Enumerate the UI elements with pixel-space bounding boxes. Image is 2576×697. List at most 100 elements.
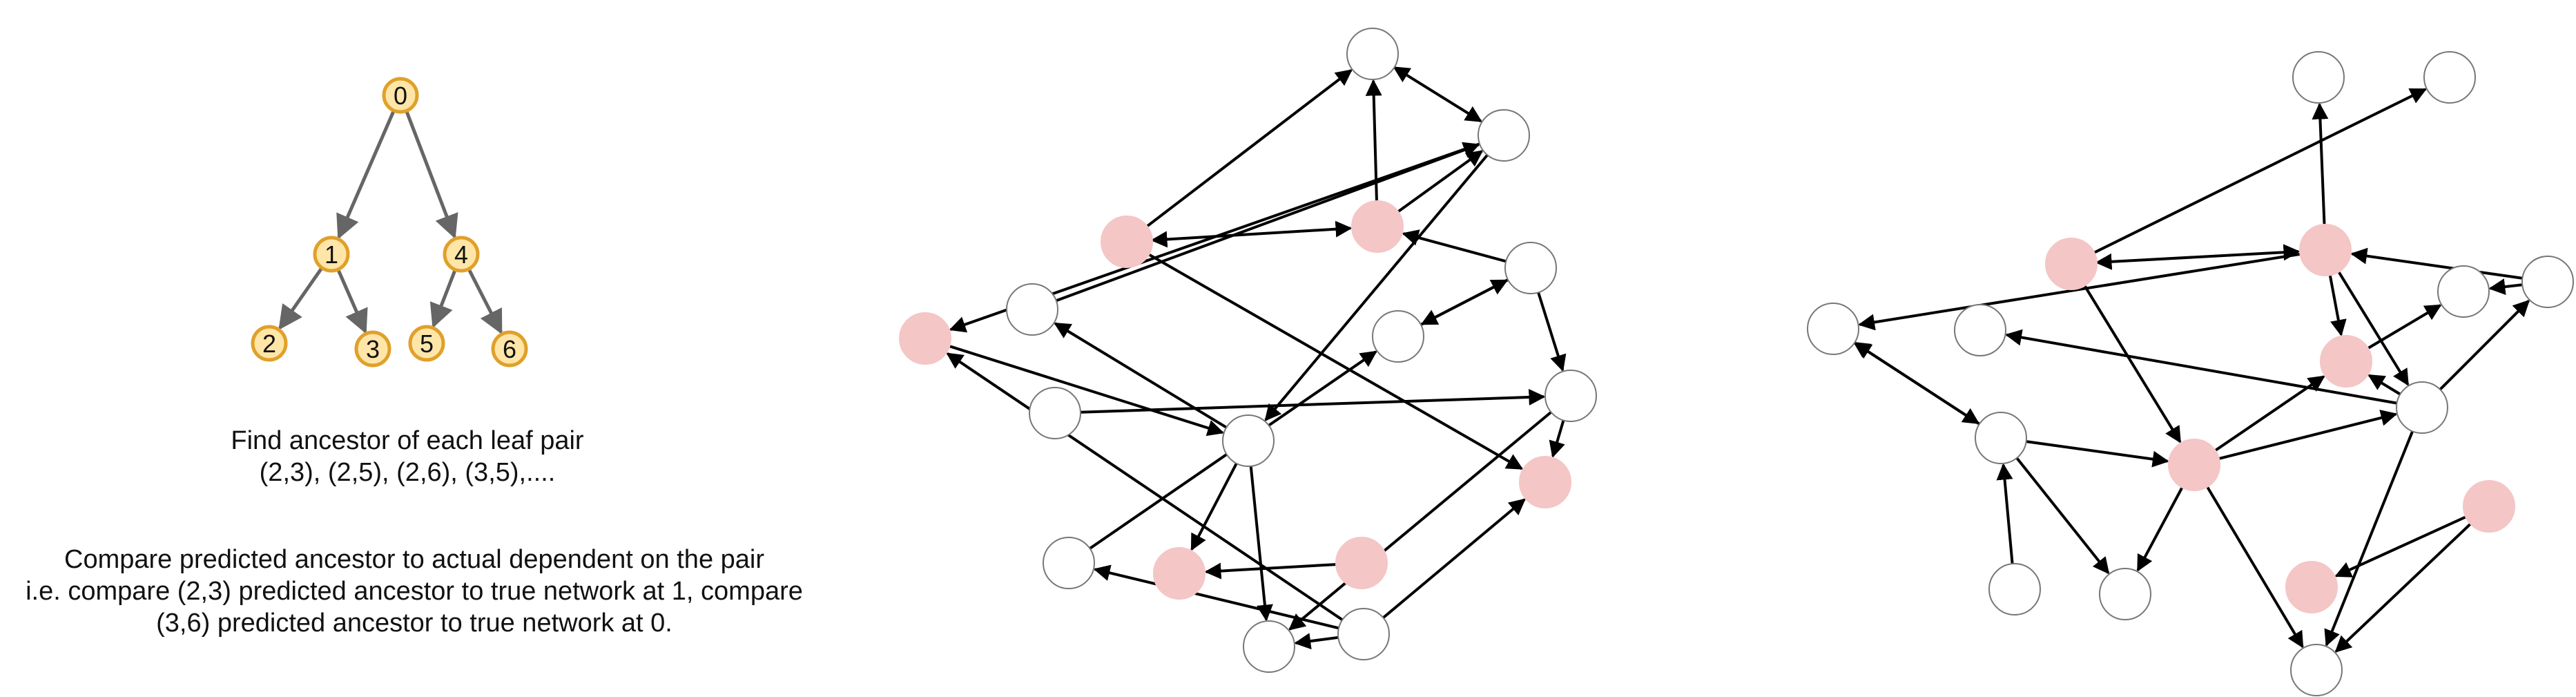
tree-node-label: 0 bbox=[394, 82, 407, 110]
network-2-edge bbox=[2206, 486, 2304, 649]
network-2 bbox=[1807, 51, 2574, 696]
network-2-edge bbox=[2367, 374, 2401, 396]
network-1-edge bbox=[1190, 462, 1238, 551]
tree-edge bbox=[405, 110, 458, 240]
network-2-node bbox=[2099, 568, 2151, 620]
tree-node-label: 5 bbox=[420, 330, 434, 358]
network-1-node bbox=[1043, 537, 1095, 589]
network-2-highlighted-node bbox=[2045, 238, 2098, 290]
network-2-edge bbox=[2350, 247, 2523, 280]
network-1-edge bbox=[1148, 253, 1524, 470]
network-2-node bbox=[2521, 256, 2574, 308]
network-1-node bbox=[1029, 387, 1081, 439]
tree-node-circle bbox=[354, 330, 391, 367]
network-1-edge bbox=[1537, 292, 1567, 372]
tree-edge bbox=[336, 110, 396, 240]
network-1-edge bbox=[1054, 322, 1228, 429]
network-1-edge bbox=[1382, 498, 1526, 619]
tree-node-circle bbox=[408, 325, 445, 362]
network-1 bbox=[899, 28, 1597, 673]
tree-node: 5 bbox=[408, 325, 445, 362]
network-2-edge bbox=[2095, 244, 2301, 270]
tree-node: 6 bbox=[491, 330, 528, 367]
network-1-node bbox=[1337, 608, 1390, 660]
example-tree: 0 1 4 2 3 5 6 bbox=[251, 77, 528, 367]
network-1-highlighted-node bbox=[1335, 537, 1388, 589]
caption-line-5: (3,6) predicted ancestor to true network… bbox=[156, 609, 672, 638]
network-1-node bbox=[1346, 28, 1399, 80]
network-2-edge bbox=[2328, 275, 2347, 337]
network-2-edge bbox=[2005, 329, 2397, 405]
network-1-edge bbox=[1397, 150, 1484, 213]
tree-edge bbox=[278, 267, 324, 330]
network-2-edge bbox=[2439, 299, 2530, 391]
network-1-edge bbox=[1204, 562, 1337, 580]
network-2-node bbox=[1807, 303, 1859, 355]
tree-node-circle bbox=[313, 236, 350, 273]
tree-edge bbox=[467, 268, 503, 335]
caption-line-2: (2,3), (2,5), (2,6), (3,5),.... bbox=[259, 458, 556, 487]
network-1-node bbox=[1006, 283, 1058, 336]
tree-node: 1 bbox=[313, 236, 350, 273]
network-2-node bbox=[2292, 51, 2345, 104]
network-1-edge bbox=[1146, 69, 1353, 228]
network-1-highlighted-node bbox=[1101, 216, 1153, 268]
network-2-edge bbox=[2093, 88, 2428, 254]
tree-node: 4 bbox=[443, 236, 480, 273]
network-1-highlighted-node bbox=[899, 312, 951, 365]
network-1-edge bbox=[1288, 411, 1552, 631]
network-1-edge bbox=[1056, 142, 1480, 303]
caption-instructions: Find ancestor of each leaf pair (2,3), (… bbox=[97, 425, 718, 488]
tree-node: 3 bbox=[354, 330, 391, 367]
network-2-edge bbox=[1996, 463, 2014, 564]
network-1-edge bbox=[1080, 389, 1546, 414]
network-2-edge bbox=[2312, 102, 2329, 225]
network-2-highlighted-node bbox=[2285, 561, 2338, 613]
tree-edge bbox=[336, 268, 368, 334]
network-2-edge bbox=[2083, 285, 2182, 443]
network-1-node bbox=[1478, 109, 1530, 162]
network-1-edge bbox=[949, 345, 1225, 437]
network-2-node bbox=[2437, 265, 2490, 318]
network-2-edge bbox=[2337, 271, 2410, 386]
tree-node-label: 4 bbox=[454, 240, 468, 269]
network-2-edge bbox=[2488, 278, 2523, 296]
network-1-edge bbox=[1249, 466, 1273, 622]
network-2-edge bbox=[2334, 515, 2467, 577]
network-1-node bbox=[1504, 242, 1557, 294]
network-1-edge bbox=[1264, 154, 1489, 421]
caption-line-4: i.e. compare (2,3) predicted ancestor to… bbox=[26, 577, 803, 606]
tree-node-circle bbox=[251, 325, 288, 362]
caption-line-3: Compare predicted ancestor to actual dep… bbox=[64, 545, 764, 574]
network-1-highlighted-node bbox=[1153, 547, 1205, 600]
network-2-edge bbox=[1858, 252, 2301, 331]
network-2-highlighted-node bbox=[2299, 224, 2352, 276]
network-1-edge bbox=[946, 352, 1344, 621]
network-1-edge bbox=[1393, 66, 1482, 123]
network-2-node bbox=[1988, 563, 2041, 615]
tree-node-label: 3 bbox=[366, 335, 380, 363]
tree-node-label: 6 bbox=[503, 335, 516, 363]
network-2-node bbox=[1954, 304, 2006, 356]
network-2-edge bbox=[2015, 457, 2110, 575]
network-2-node bbox=[2423, 51, 2476, 104]
network-1-edge bbox=[1402, 229, 1507, 263]
network-1-node bbox=[1222, 414, 1275, 467]
tree-node-circle bbox=[491, 330, 528, 367]
network-1-edge bbox=[1093, 564, 1339, 630]
network-1-edge bbox=[1294, 633, 1339, 650]
tree-node-circle bbox=[382, 77, 419, 114]
network-2-node bbox=[2290, 644, 2343, 696]
caption-compare: Compare predicted ancestor to actual dep… bbox=[0, 544, 829, 639]
caption-line-1: Find ancestor of each leaf pair bbox=[231, 426, 584, 455]
network-2-edge bbox=[1853, 341, 1980, 425]
network-1-edge bbox=[1420, 279, 1509, 326]
network-1-node bbox=[1544, 370, 1597, 422]
network-2-edge bbox=[2334, 523, 2472, 653]
network-2-highlighted-node bbox=[2320, 335, 2372, 388]
network-2-edge bbox=[2026, 440, 2169, 468]
tree-edge bbox=[429, 269, 457, 329]
tree-node-circle bbox=[443, 236, 480, 273]
tree-node-label: 2 bbox=[262, 330, 276, 358]
